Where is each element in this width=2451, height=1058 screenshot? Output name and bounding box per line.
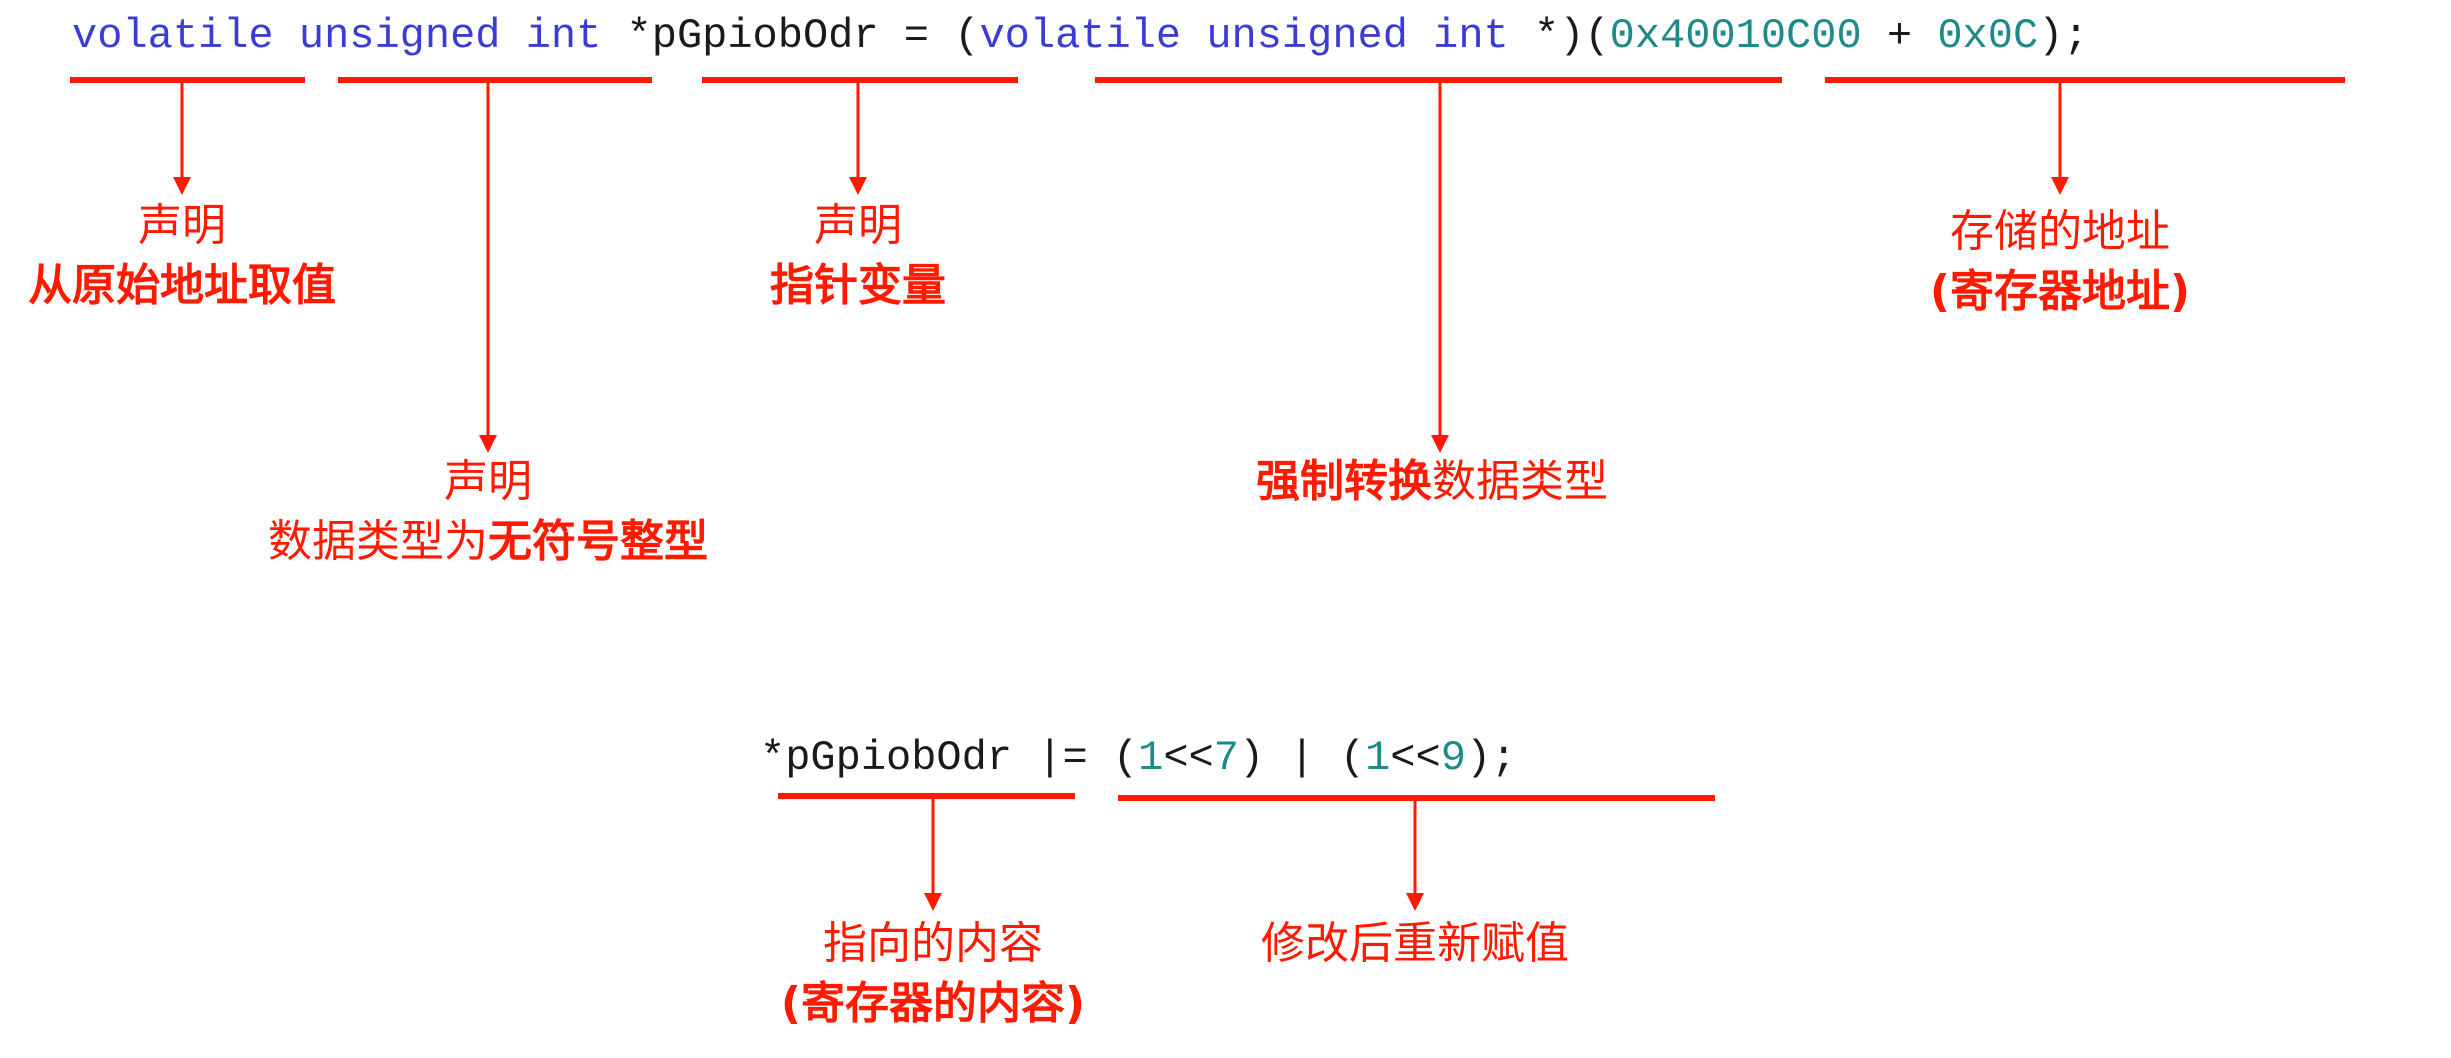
label-volatile-line1: 声明 bbox=[138, 200, 226, 251]
paren-open-1: ( bbox=[1112, 734, 1139, 782]
paren-close-1: ) bbox=[1238, 734, 1265, 782]
label-unsigned-int-plain: 数据类型为 bbox=[268, 516, 488, 567]
label-pointer-line2: 指针变量 bbox=[770, 260, 946, 311]
assign-operator: = bbox=[903, 12, 930, 60]
code-line-declaration: volatile unsigned int *pGpiobOdr = (vola… bbox=[72, 8, 2089, 64]
keyword-volatile: volatile bbox=[72, 12, 274, 60]
label-cast-plain: 数据类型 bbox=[1432, 456, 1608, 507]
label-pointer: 声明 指针变量 bbox=[770, 196, 946, 316]
label-assign-line1: 修改后重新赋值 bbox=[1261, 918, 1569, 969]
address-close: ); bbox=[2038, 12, 2089, 60]
label-unsigned-int: 声明 数据类型为无符号整型 bbox=[268, 452, 708, 572]
label-cast-bold: 强制转换 bbox=[1256, 456, 1432, 507]
cast-open-paren: ( bbox=[954, 12, 980, 60]
label-volatile-line2: 从原始地址取值 bbox=[28, 260, 336, 311]
code-line-assignment: *pGpiobOdr |= (1<<7) | (1<<9); bbox=[760, 730, 1516, 786]
literal-nine: 9 bbox=[1440, 734, 1466, 782]
label-pointer-line1: 声明 bbox=[814, 200, 902, 251]
label-cast: 强制转换数据类型 bbox=[1256, 452, 1608, 512]
cast-star-close: *) bbox=[1533, 12, 1585, 60]
cast-keyword-unsigned-int: unsigned int bbox=[1206, 12, 1509, 60]
paren-close-2: ); bbox=[1465, 734, 1517, 782]
deref-pointer: *pGpiobOdr bbox=[760, 734, 1013, 782]
label-volatile: 声明 从原始地址取值 bbox=[28, 196, 336, 316]
address-base: 0x40010C00 bbox=[1609, 12, 1862, 60]
label-deref-line2: (寄存器的内容) bbox=[780, 978, 1086, 1029]
label-deref: 指向的内容 (寄存器的内容) bbox=[781, 914, 1085, 1034]
pointer-variable-name: *pGpiobOdr bbox=[626, 12, 879, 60]
label-unsigned-int-line1: 声明 bbox=[444, 456, 532, 507]
keyword-unsigned-int: unsigned int bbox=[298, 12, 602, 60]
label-unsigned-int-line2: 数据类型为无符号整型 bbox=[268, 512, 708, 572]
literal-seven: 7 bbox=[1213, 734, 1239, 782]
address-plus: + bbox=[1886, 12, 1913, 60]
label-assign: 修改后重新赋值 bbox=[1261, 914, 1569, 974]
address-offset: 0x0C bbox=[1937, 12, 2039, 60]
shift-operator-1: << bbox=[1163, 734, 1214, 782]
label-address-line1: 存储的地址 bbox=[1950, 206, 2170, 257]
paren-open-2: ( bbox=[1339, 734, 1366, 782]
literal-one-1: 1 bbox=[1138, 734, 1164, 782]
label-unsigned-int-bold: 无符号整型 bbox=[488, 516, 708, 567]
literal-one-2: 1 bbox=[1365, 734, 1391, 782]
label-deref-line1: 指向的内容 bbox=[823, 918, 1043, 969]
cast-keyword-volatile: volatile bbox=[979, 12, 1182, 60]
label-address-line2: (寄存器地址) bbox=[1929, 266, 2191, 317]
address-open-paren: ( bbox=[1584, 12, 1610, 60]
shift-operator-2: << bbox=[1390, 734, 1441, 782]
label-address: 存储的地址 (寄存器地址) bbox=[1930, 202, 2190, 322]
or-assign-operator: |= bbox=[1037, 734, 1088, 782]
bitwise-or-operator: | bbox=[1289, 734, 1315, 782]
